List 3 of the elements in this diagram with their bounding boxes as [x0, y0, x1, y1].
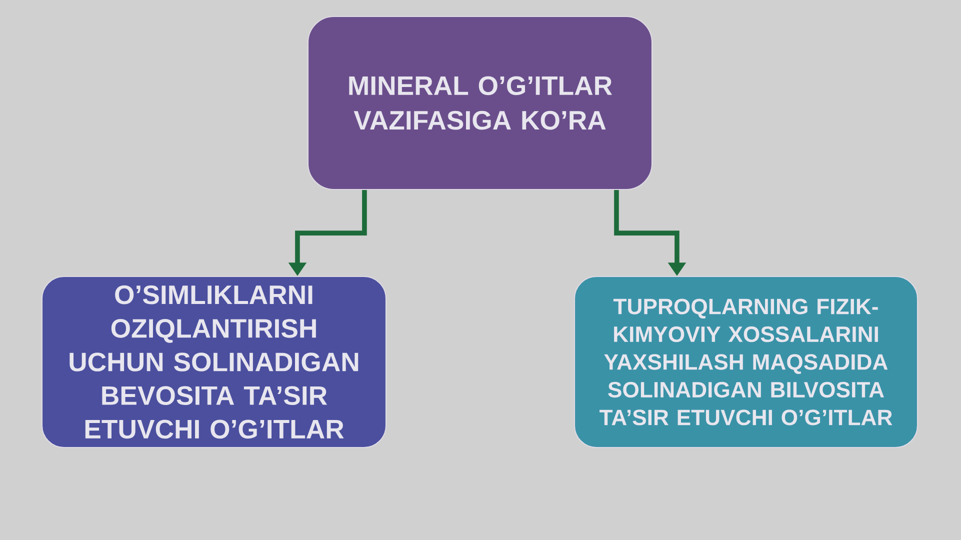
rounded-box: TUPROQLARNING FIZIK-KIMYOVIY XOSSALARINI YAXSHILASH MAQSADIDA SOLINADIGAN BILVOSITA TA’SIR ETUVCHI O’G’ITLAR	[574, 276, 918, 448]
rounded-box: MINERAL O’G’ITLAR VAZIFASIGA KO’RA	[307, 16, 653, 190]
rounded-box: O’SIMLIKLARNI OZIQLANTIRISH UCHUN SOLINADIGAN BEVOSITA TA’SIR ETUVCHI O’G’ITLAR	[41, 276, 387, 448]
